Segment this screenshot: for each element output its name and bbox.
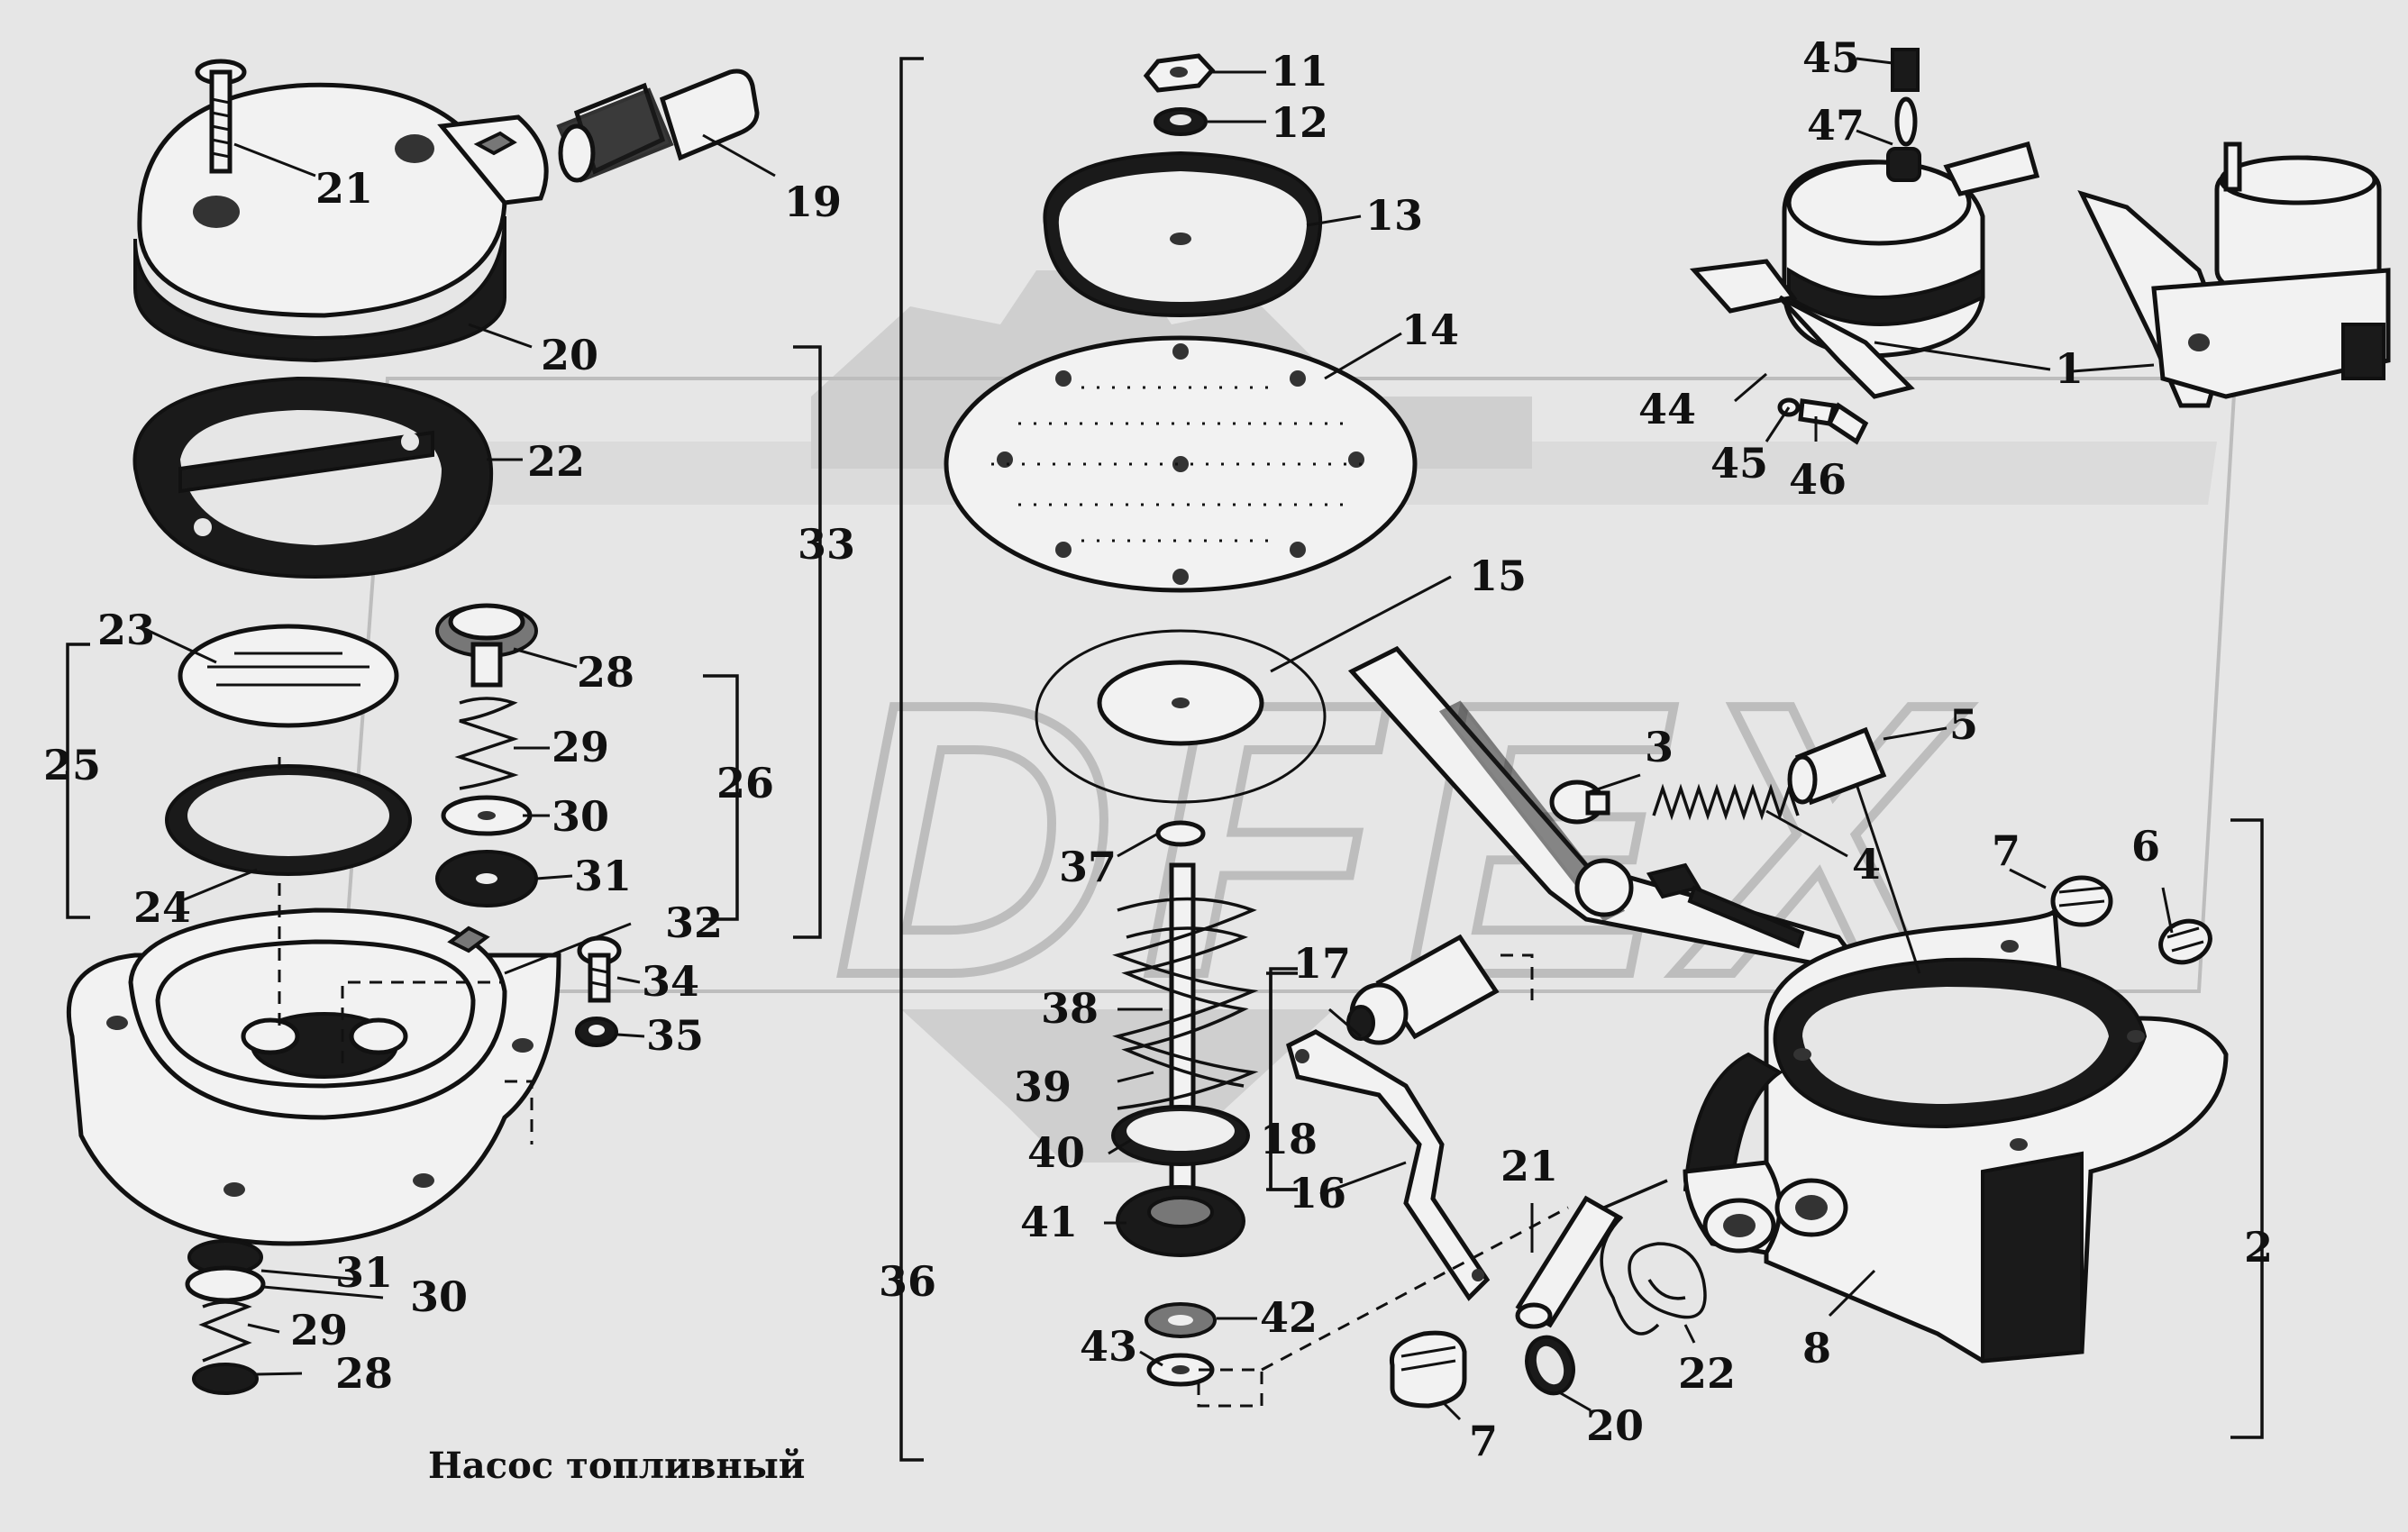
callout-43: 43 [1080, 1322, 1137, 1371]
part-4-spring [1652, 783, 1800, 821]
callout-36: 36 [879, 1257, 936, 1306]
callout-3: 3 [1645, 723, 1674, 771]
callout-19: 22 [1678, 1349, 1736, 1398]
callout-14: 16 [1289, 1169, 1346, 1217]
part-29-valve-spring [454, 697, 519, 790]
callout-24: 23 [97, 606, 155, 654]
callout-30-lower: 30 [410, 1272, 468, 1321]
part-25-seal-ring [165, 764, 412, 876]
parts-28-31-lower-valve [185, 1239, 266, 1395]
part-11-cup [1043, 150, 1323, 318]
part-20-fitting [556, 68, 760, 183]
part-34-screw [577, 935, 622, 1003]
callout-44: 44 [1638, 385, 1696, 433]
callout-25: 24 [133, 883, 191, 932]
callout-34: 34 [642, 957, 699, 1006]
callout-7-lower: 7 [1469, 1417, 1498, 1465]
callout-1: 1 [2055, 344, 2084, 393]
left-leaders [66, 133, 822, 1376]
callout-45-top: 45 [1802, 33, 1860, 82]
callout-26: 25 [43, 741, 101, 789]
callout-12: 14 [1401, 305, 1459, 354]
part-22-screw [195, 59, 247, 174]
callout-5: 5 [1949, 700, 1978, 749]
part-14-arm [1286, 1029, 1491, 1301]
diagram-caption: Насос топливный [428, 1445, 805, 1487]
part-32-pump-body [66, 907, 561, 1246]
part-40-seal [1111, 1105, 1250, 1166]
part-24-filter-screen [178, 624, 399, 728]
part-10-washer [1154, 107, 1208, 136]
callout-45-bottom: 45 [1710, 439, 1768, 488]
callout-41: 41 [1020, 1198, 1078, 1246]
part-42-lock-washer [1145, 1302, 1217, 1338]
right-leaders [1261, 57, 2264, 1439]
callout-28-lower: 28 [335, 1349, 393, 1398]
part-8-housing [1683, 908, 2229, 1363]
callout-42: 42 [1260, 1293, 1318, 1342]
left-callouts: 21 19 20 22 23 25 24 28 29 30 31 26 33 3… [43, 164, 855, 1398]
assembled-pump-side [2077, 141, 2391, 408]
callout-23: 22 [527, 437, 585, 486]
part-28-valve-cap [435, 603, 538, 688]
callout-8: 8 [1802, 1324, 1831, 1372]
callout-16: 18 [1260, 1115, 1318, 1163]
callout-33: 33 [798, 520, 855, 569]
callout-37: 37 [1059, 843, 1117, 891]
callout-30-upper: 30 [552, 792, 609, 841]
callout-4: 4 [1852, 840, 1881, 889]
callout-46: 46 [1789, 455, 1847, 504]
part-30-washer [441, 795, 533, 836]
part-31-valve-disc [435, 850, 538, 907]
callout-35: 35 [646, 1011, 704, 1060]
part-6-filter-element [2158, 918, 2212, 965]
callout-2: 2 [2244, 1223, 2273, 1272]
callout-21: 20 [541, 331, 598, 379]
callout-32: 32 [665, 898, 723, 947]
part-41-washer [1116, 1185, 1245, 1257]
callout-40: 40 [1027, 1128, 1085, 1177]
callout-27: 26 [716, 759, 774, 807]
part-5-bushing [1787, 726, 1887, 806]
center-callouts: 11 12 13 14 15 37 38 39 40 41 42 43 36 1… [879, 47, 1527, 1371]
callout-7-upper: 7 [1992, 826, 2020, 875]
callout-39: 39 [1014, 1062, 1072, 1111]
callout-31-lower: 31 [335, 1248, 393, 1297]
part-37-washer [1155, 820, 1206, 847]
callout-20: 19 [784, 178, 842, 226]
callout-17: 20 [1586, 1401, 1644, 1450]
part-46-screw-and-45-washer [1777, 397, 1838, 426]
callout-22: 21 [315, 164, 373, 213]
part-17-ring [1525, 1335, 1575, 1396]
callout-13: 15 [1469, 552, 1527, 600]
callout-28-upper: 28 [577, 648, 634, 697]
callout-47: 47 [1807, 101, 1865, 150]
part-7-plug-upper [2050, 875, 2113, 927]
assembled-pump-front [1689, 48, 2040, 445]
callout-11: 13 [1365, 191, 1423, 240]
callout-9: 11 [1271, 47, 1328, 96]
part-9-nut [1143, 53, 1216, 93]
callout-29-upper: 29 [552, 723, 609, 771]
callout-18: 21 [1500, 1142, 1558, 1190]
part-19-return-spring [1600, 1179, 1707, 1336]
callout-29-lower: 29 [290, 1306, 348, 1354]
right-callouts: 1 44 45 46 45 47 3 4 5 7 6 16 21 22 20 7… [1289, 33, 2273, 1465]
part-lever [1347, 645, 1871, 977]
part-7-plug-lower [1389, 1330, 1467, 1409]
callout-15: 17 [1293, 939, 1351, 988]
callout-6: 6 [2131, 822, 2160, 871]
part-43-washer [1146, 1353, 1215, 1387]
callout-38: 38 [1041, 984, 1099, 1033]
part-35-washer [575, 1017, 618, 1047]
part-12-diaphragm [944, 335, 1418, 593]
callout-31-upper: 31 [574, 852, 632, 900]
part-13-diaphragm-cup [1035, 629, 1327, 804]
part-21-cover [133, 82, 549, 363]
part-23-gasket [132, 376, 494, 579]
callout-10: 12 [1271, 98, 1328, 147]
part-15-shaft [1346, 934, 1500, 1045]
part-18-pin [1515, 1195, 1621, 1329]
